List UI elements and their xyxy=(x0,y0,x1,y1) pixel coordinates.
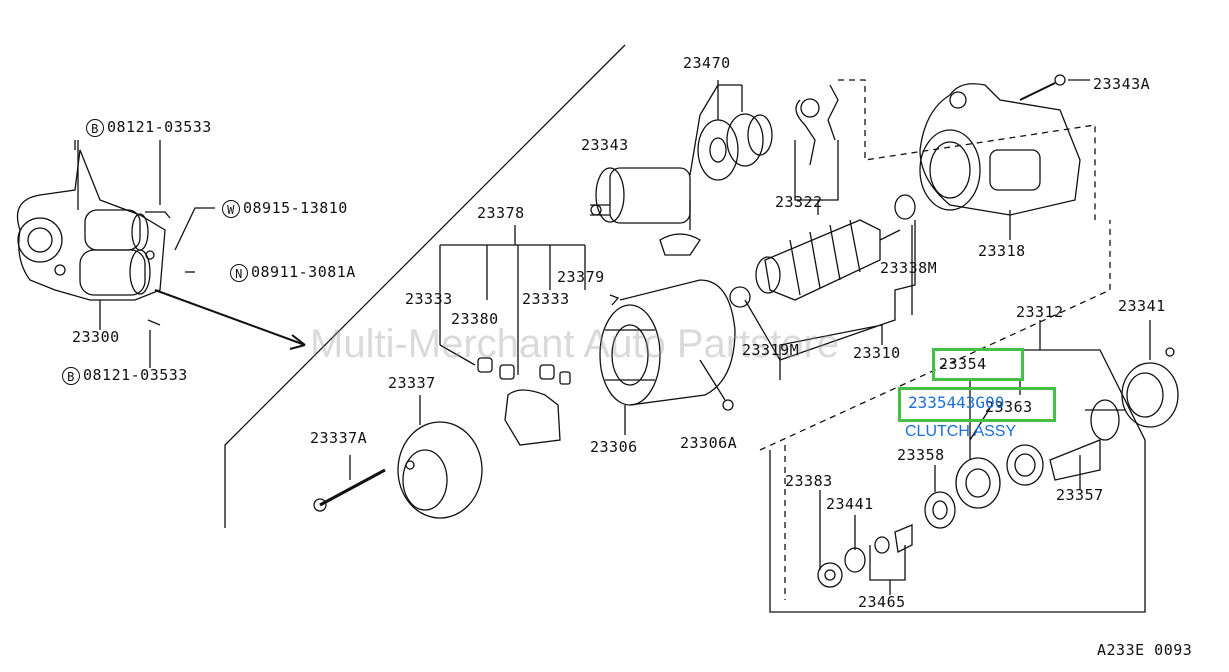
rear-cover-23337 xyxy=(397,395,483,519)
callout-23300[interactable]: 23300 xyxy=(72,328,120,346)
armature-23338M xyxy=(729,194,916,361)
callout-23337[interactable]: 23337 xyxy=(388,374,436,392)
callout-23354[interactable]: 23354 xyxy=(939,355,987,373)
pinion-shaft-23357 xyxy=(1049,399,1125,490)
callout-23343A[interactable]: 23343A xyxy=(1093,75,1151,93)
drive-housing-23318 xyxy=(919,83,1081,240)
callout-b-top-code: 08121-03533 xyxy=(107,118,212,136)
highlight-box-23354[interactable] xyxy=(932,348,1024,381)
callout-w-code: 08915-13810 xyxy=(243,199,348,217)
callout-23306A[interactable]: 23306A xyxy=(680,434,738,452)
callout-23380[interactable]: 23380 xyxy=(451,310,499,328)
callout-n-code: 08911-3081A xyxy=(251,263,356,281)
callout-23465[interactable]: 23465 xyxy=(858,593,906,611)
starter-assembly-drawing xyxy=(16,140,171,326)
highlight-box-part-number[interactable] xyxy=(898,387,1056,422)
callout-23441[interactable]: 23441 xyxy=(826,495,874,513)
part-description-clutch-assy[interactable]: CLUTCH ASSY xyxy=(905,423,1017,440)
callout-23306[interactable]: 23306 xyxy=(590,438,638,456)
bolt-b-badge: B xyxy=(86,118,104,137)
shift-lever-23322 xyxy=(794,84,839,215)
callout-23379[interactable]: 23379 xyxy=(557,268,605,286)
callout-23337A[interactable]: 23337A xyxy=(310,429,368,447)
callout-23333-left[interactable]: 23333 xyxy=(405,290,453,308)
callout-23383[interactable]: 23383 xyxy=(785,472,833,490)
callout-23378[interactable]: 23378 xyxy=(477,204,525,222)
callout-23322[interactable]: 23322 xyxy=(775,193,823,211)
callout-23358[interactable]: 23358 xyxy=(897,446,945,464)
callout-23333-right[interactable]: 23333 xyxy=(522,290,570,308)
end-cap-23341 xyxy=(1121,320,1179,428)
yoke-23306 xyxy=(599,279,736,435)
callout-23318[interactable]: 23318 xyxy=(978,242,1026,260)
diagram-reference-code: A233E 0093 xyxy=(1097,641,1193,659)
solenoid-23343 xyxy=(590,114,701,256)
watermark: Multi-Merchant Auto Partstore xyxy=(310,322,840,366)
callout-23343[interactable]: 23343 xyxy=(581,136,629,154)
callout-23338M[interactable]: 23338M xyxy=(880,259,938,277)
callout-23470[interactable]: 23470 xyxy=(683,54,731,72)
highlighted-part-number[interactable]: 2335443G00 xyxy=(908,393,1005,412)
callout-23357[interactable]: 23357 xyxy=(1056,486,1104,504)
overlapped-callout-23363: 23363 xyxy=(985,398,1033,416)
spring-washer-parts xyxy=(817,490,913,595)
washer-w-badge: W xyxy=(222,199,240,218)
brush-holder-parts xyxy=(477,294,620,446)
callout-23312[interactable]: 23312 xyxy=(1016,303,1064,321)
shim-set-23470 xyxy=(697,80,773,181)
clutch-pinion-23358 xyxy=(924,444,1044,529)
callout-b-bottom-code: 08121-03533 xyxy=(83,366,188,384)
nut-n-badge: N xyxy=(230,263,248,282)
callout-23341[interactable]: 23341 xyxy=(1118,297,1166,315)
callout-23310[interactable]: 23310 xyxy=(853,344,901,362)
bolt-b-badge-bottom: B xyxy=(62,366,80,385)
callout-23319M[interactable]: 23319M xyxy=(742,341,800,359)
